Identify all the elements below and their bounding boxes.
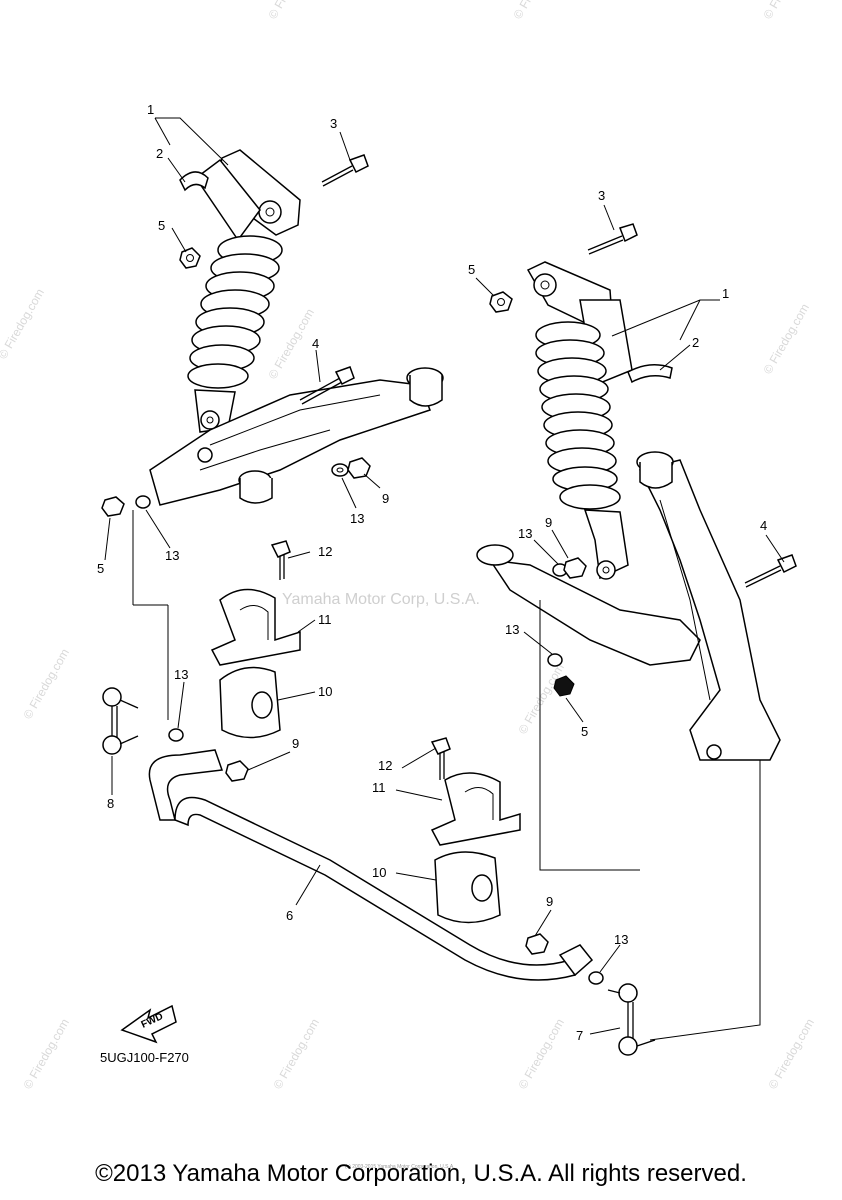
small-print: (c) 2003-2015 Yamaha Motor Corporation, …	[345, 1164, 455, 1170]
callout-10: 10	[318, 684, 332, 699]
clip-2-left	[179, 171, 209, 192]
bushing-10-left	[219, 666, 281, 739]
nut-5-left-bottom	[101, 496, 125, 517]
clamp-11-left	[210, 588, 301, 666]
end-link-7	[607, 983, 656, 1056]
leader-lines	[104, 117, 785, 1035]
clip-2-right	[627, 364, 673, 384]
callout-5: 5	[468, 262, 475, 277]
left-shock-absorber	[187, 149, 301, 433]
callout-4: 4	[760, 518, 767, 533]
callout-5: 5	[581, 724, 588, 739]
callout-1: 1	[147, 102, 154, 117]
callout-2: 2	[692, 335, 699, 350]
watermark: © Firedog.com	[510, 0, 562, 22]
callout-11: 11	[318, 612, 332, 627]
center-watermark: Yamaha Motor Corp, U.S.A.	[282, 591, 480, 608]
bolt-12-right	[430, 737, 451, 780]
watermark: © Firedog.com	[515, 1016, 567, 1091]
watermark: © Firedog.com	[765, 1016, 817, 1091]
watermark: © Firedog.com	[0, 286, 47, 361]
nut-5-right-bottom	[553, 675, 575, 697]
part-code: 5UGJ100-F270	[100, 1050, 189, 1065]
callout-9: 9	[546, 894, 553, 909]
washer-13-left-2	[135, 495, 151, 509]
callout-13: 13	[165, 548, 179, 563]
clamp-11-right	[430, 772, 521, 846]
washer-13-right-2	[547, 653, 563, 667]
nut-5-left-top	[179, 247, 201, 269]
nut-9-left	[347, 457, 371, 479]
callout-12: 12	[318, 544, 332, 559]
left-a-arm	[149, 366, 444, 506]
nut-5-right-top	[489, 291, 513, 313]
callout-numbers: 1 2 3 5 4 9 13 5 13 12 11 10 13 9 8 3 5 …	[97, 102, 767, 1043]
callout-5: 5	[97, 561, 104, 576]
callout-8: 8	[107, 796, 114, 811]
bolt-3-left	[321, 154, 369, 187]
watermark: © Firedog.com	[265, 306, 317, 381]
watermark: © Firedog.com	[515, 661, 567, 736]
end-link-8	[102, 687, 139, 755]
watermark: © Firedog.com	[760, 301, 812, 376]
watermark: © Firedog.com	[20, 1016, 72, 1091]
callout-13: 13	[350, 511, 364, 526]
callout-13: 13	[614, 932, 628, 947]
callout-4: 4	[312, 336, 319, 351]
callout-9: 9	[382, 491, 389, 506]
bushing-10-right	[434, 851, 501, 924]
washer-13-bar-right	[588, 971, 604, 985]
washer-13-bar-left	[168, 728, 184, 742]
callout-9: 9	[545, 515, 552, 530]
watermark: © Firedog.com	[760, 0, 812, 22]
callout-13: 13	[518, 526, 532, 541]
callout-1: 1	[722, 286, 729, 301]
callout-13: 13	[505, 622, 519, 637]
callout-3: 3	[330, 116, 337, 131]
nut-9-bar-right	[525, 933, 549, 955]
callout-2: 2	[156, 146, 163, 161]
nut-9-bar-left	[225, 760, 249, 782]
callout-12: 12	[378, 758, 392, 773]
right-a-arm	[476, 451, 797, 761]
callout-9: 9	[292, 736, 299, 751]
callout-11: 11	[372, 780, 386, 795]
bolt-12-left	[270, 540, 291, 580]
copyright-notice: ©2013 Yamaha Motor Corporation, U.S.A. A…	[95, 1160, 747, 1187]
nut-9-right	[563, 557, 587, 579]
callout-7: 7	[576, 1028, 583, 1043]
washer-13-left	[331, 463, 349, 477]
right-shock-absorber	[526, 261, 633, 580]
fwd-arrow: FWD	[120, 1004, 177, 1044]
callout-5: 5	[158, 218, 165, 233]
callout-6: 6	[286, 908, 293, 923]
callout-13: 13	[174, 667, 188, 682]
watermark: © Firedog.com	[20, 646, 72, 721]
watermark: © Firedog.com	[265, 0, 317, 22]
callout-10: 10	[372, 865, 386, 880]
callout-3: 3	[598, 188, 605, 203]
stabilizer-bar-6	[148, 749, 594, 981]
bolt-3-right	[587, 223, 638, 255]
watermark: © Firedog.com	[270, 1016, 322, 1091]
